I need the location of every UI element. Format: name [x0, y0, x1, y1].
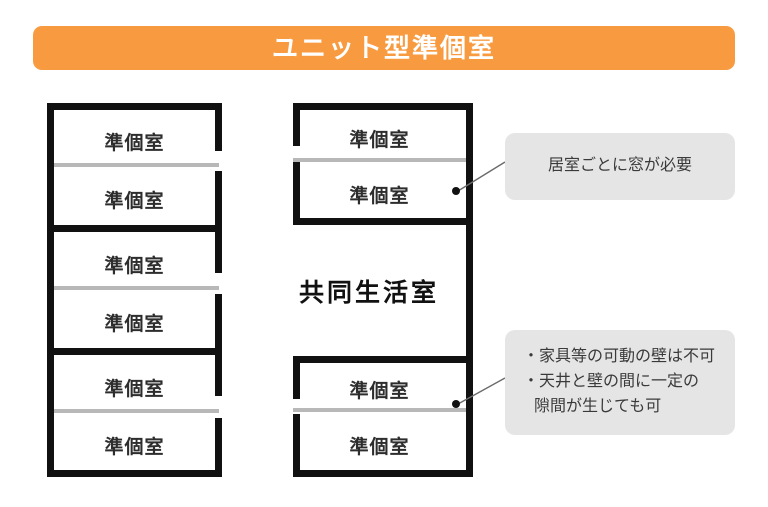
- callout-line: 居室ごとに窓が必要: [547, 157, 692, 175]
- left-block-top-wall: [47, 103, 222, 110]
- right-block-top-wall: [293, 103, 473, 110]
- left-block-room-divider-2: [54, 286, 219, 290]
- page-title: ユニット型準個室: [271, 33, 496, 63]
- room-label: 準個室: [104, 437, 165, 458]
- left-block-unit-separator-1: [47, 225, 222, 232]
- room-label: 準個室: [349, 437, 410, 458]
- left-block-room-divider-3: [54, 409, 219, 413]
- leader-dot-window: [452, 187, 460, 195]
- leader-dot-wall: [452, 400, 460, 408]
- room-label: 準個室: [349, 186, 410, 207]
- callout-line: 隙間が生じても可: [534, 397, 662, 415]
- right-block-left-wall-segment-3: [293, 356, 300, 399]
- common-room-label: 共同生活室: [299, 279, 440, 307]
- right-block-left-wall-segment-1: [293, 103, 300, 146]
- left-block-right-wall-segment-1: [215, 103, 222, 151]
- right-block-bottom-wall: [293, 470, 473, 477]
- right-block-left-wall-segment-4: [293, 414, 300, 477]
- left-block-right-wall-segment-4: [215, 294, 222, 348]
- left-block-unit-separator-2: [47, 348, 222, 355]
- right-block-bottom-unit-top-wall: [293, 356, 473, 363]
- room-label: 準個室: [104, 133, 165, 154]
- room-label: 準個室: [104, 379, 165, 400]
- room-label: 準個室: [349, 130, 410, 151]
- left-block-right-wall-segment-3: [215, 225, 222, 273]
- room-label: 準個室: [104, 314, 165, 335]
- left-block-bottom-wall: [47, 470, 222, 477]
- callout-line: ・家具等の可動の壁は不可: [523, 348, 716, 366]
- room-label: 準個室: [104, 256, 165, 277]
- left-unit-block: 準個室 準個室 準個室 準個室 準個室 準個室: [47, 103, 222, 477]
- left-block-right-wall-segment-6: [215, 418, 222, 477]
- room-label: 準個室: [349, 381, 410, 402]
- left-block-right-wall-segment-2: [215, 171, 222, 225]
- room-label: 準個室: [104, 191, 165, 212]
- right-unit-block: 準個室 準個室 共同生活室 準個室 準個室: [293, 103, 473, 477]
- right-block-room-divider-2: [293, 408, 466, 412]
- callout-wall-requirement: ・家具等の可動の壁は不可 ・天井と壁の間に一定の 隙間が生じても可: [505, 330, 735, 435]
- left-block-right-wall-segment-5: [215, 348, 222, 396]
- callout-line: ・天井と壁の間に一定の: [523, 373, 700, 391]
- title-banner: ユニット型準個室: [33, 26, 735, 70]
- left-block-room-divider-1: [54, 163, 219, 167]
- right-block-top-unit-bottom-wall: [293, 218, 473, 225]
- right-block-right-wall: [466, 103, 473, 477]
- right-block-left-wall-segment-2: [293, 161, 300, 218]
- callout-window-requirement: 居室ごとに窓が必要: [505, 133, 735, 200]
- left-block-left-wall: [47, 103, 54, 477]
- right-block-room-divider-1: [293, 158, 466, 162]
